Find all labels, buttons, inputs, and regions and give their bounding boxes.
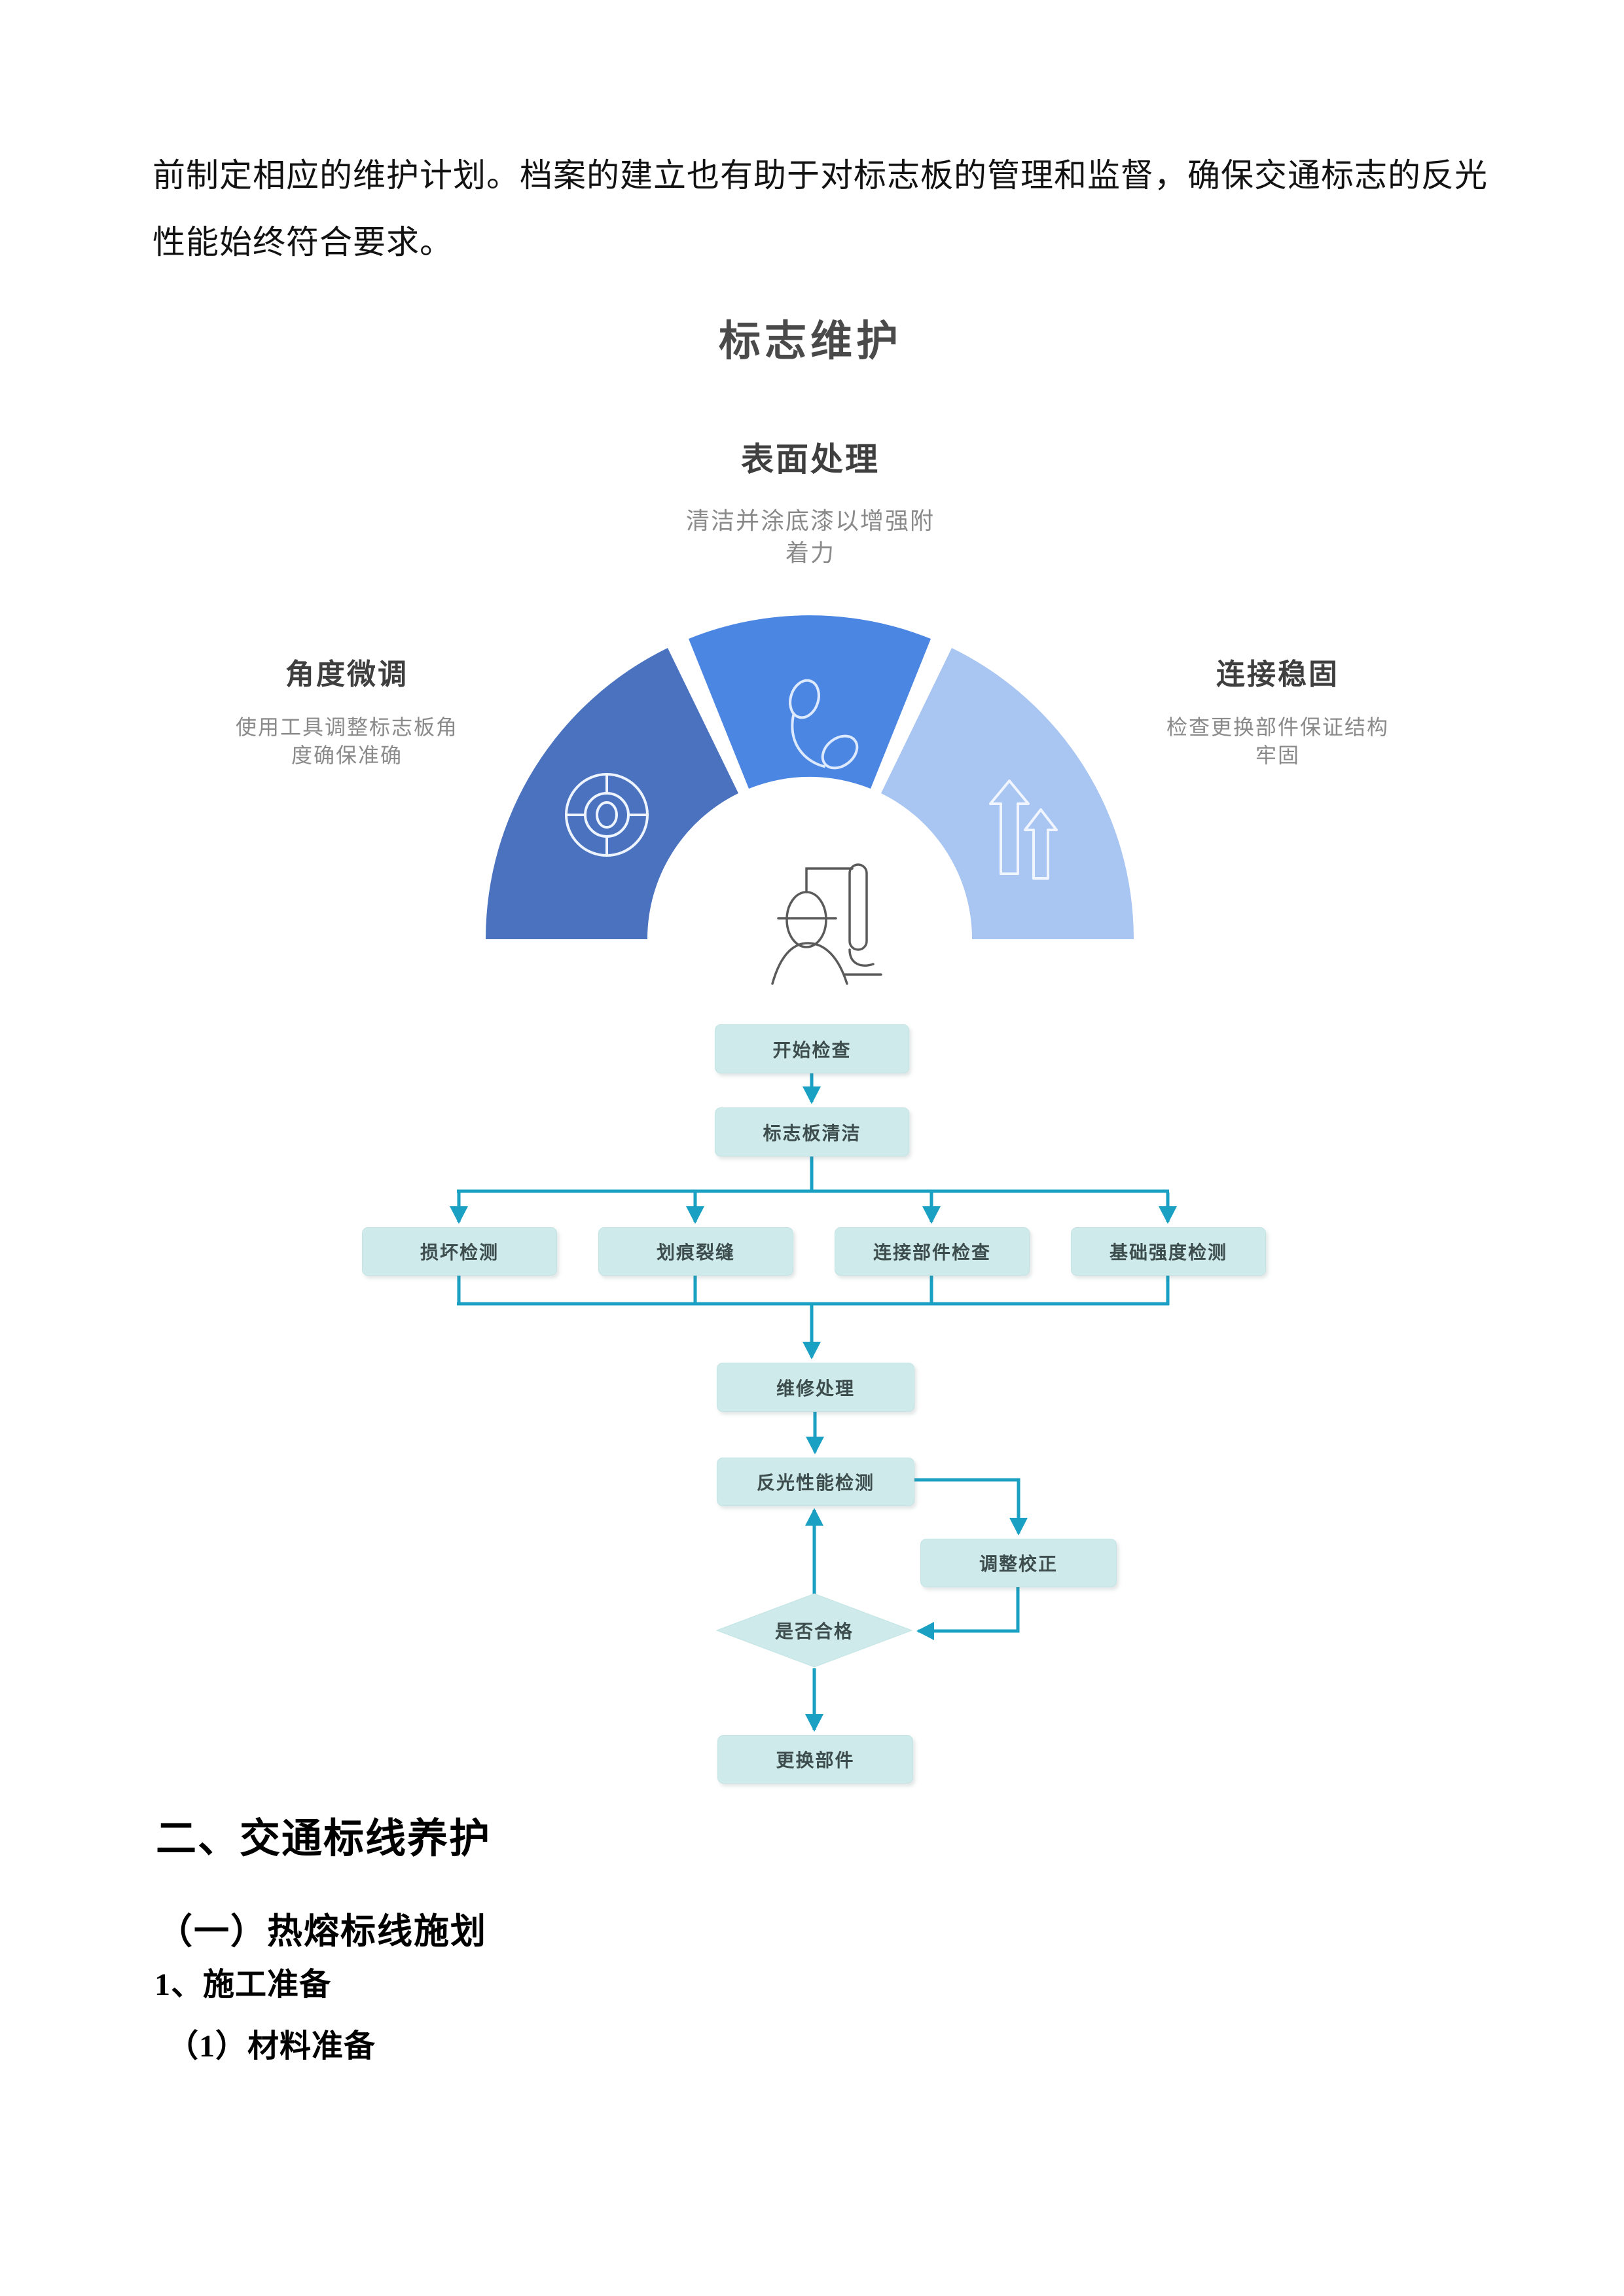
flow-node-foundation: 基础强度检测	[1071, 1227, 1266, 1276]
segment-heading-angle: 角度微调	[285, 658, 408, 691]
fan-segment-surface	[689, 615, 931, 789]
flow-node-decision: 是否合格	[774, 1622, 854, 1642]
flow-node-replace: 更换部件	[717, 1735, 913, 1784]
flow-node-adjust: 调整校正	[920, 1539, 1117, 1587]
flow-node-clean: 标志板清洁	[715, 1107, 909, 1157]
flow-node-damage: 损坏检测	[362, 1227, 557, 1276]
lifebuoy-icon	[565, 773, 649, 857]
segment-heading-connection: 连接稳固	[1216, 658, 1339, 691]
phone-icon	[789, 679, 859, 770]
heading-section: 二、交通标线养护	[156, 1817, 492, 1861]
flow-node-scratch: 划痕裂缝	[598, 1227, 793, 1276]
fan-segment-connection	[881, 648, 1134, 939]
segment-description-connection: 检查更换部件保证结构牢固	[1166, 715, 1389, 768]
heading-item: 1、施工准备	[154, 1967, 332, 2002]
heading-subsection: （一）热熔标线施划	[157, 1912, 487, 1951]
flow-node-repair: 维修处理	[717, 1363, 914, 1412]
flow-node-connector-check: 连接部件检查	[835, 1227, 1030, 1276]
heading-subitem: （1）材料准备	[167, 2029, 376, 2064]
segment-heading-surface: 表面处理	[741, 441, 880, 478]
diagram-title: 标志维护	[719, 318, 902, 365]
paragraph-line: 前制定相应的维护计划。档案的建立也有助于对标志板的管理和监督，确保交通标志的反光	[153, 157, 1488, 194]
paragraph-line: 性能始终符合要求。	[153, 224, 453, 260]
fan-diagram	[486, 612, 1134, 1011]
engineer-document-icon	[771, 863, 882, 985]
flow-node-reflective: 反光性能检测	[717, 1458, 914, 1506]
segment-description-surface: 清洁并涂底漆以增强附着力	[685, 508, 935, 566]
segment-description-angle: 使用工具调整标志板角度确保准确	[235, 715, 458, 768]
flow-node-start: 开始检查	[715, 1024, 909, 1073]
arrows-up-icon	[989, 780, 1058, 880]
